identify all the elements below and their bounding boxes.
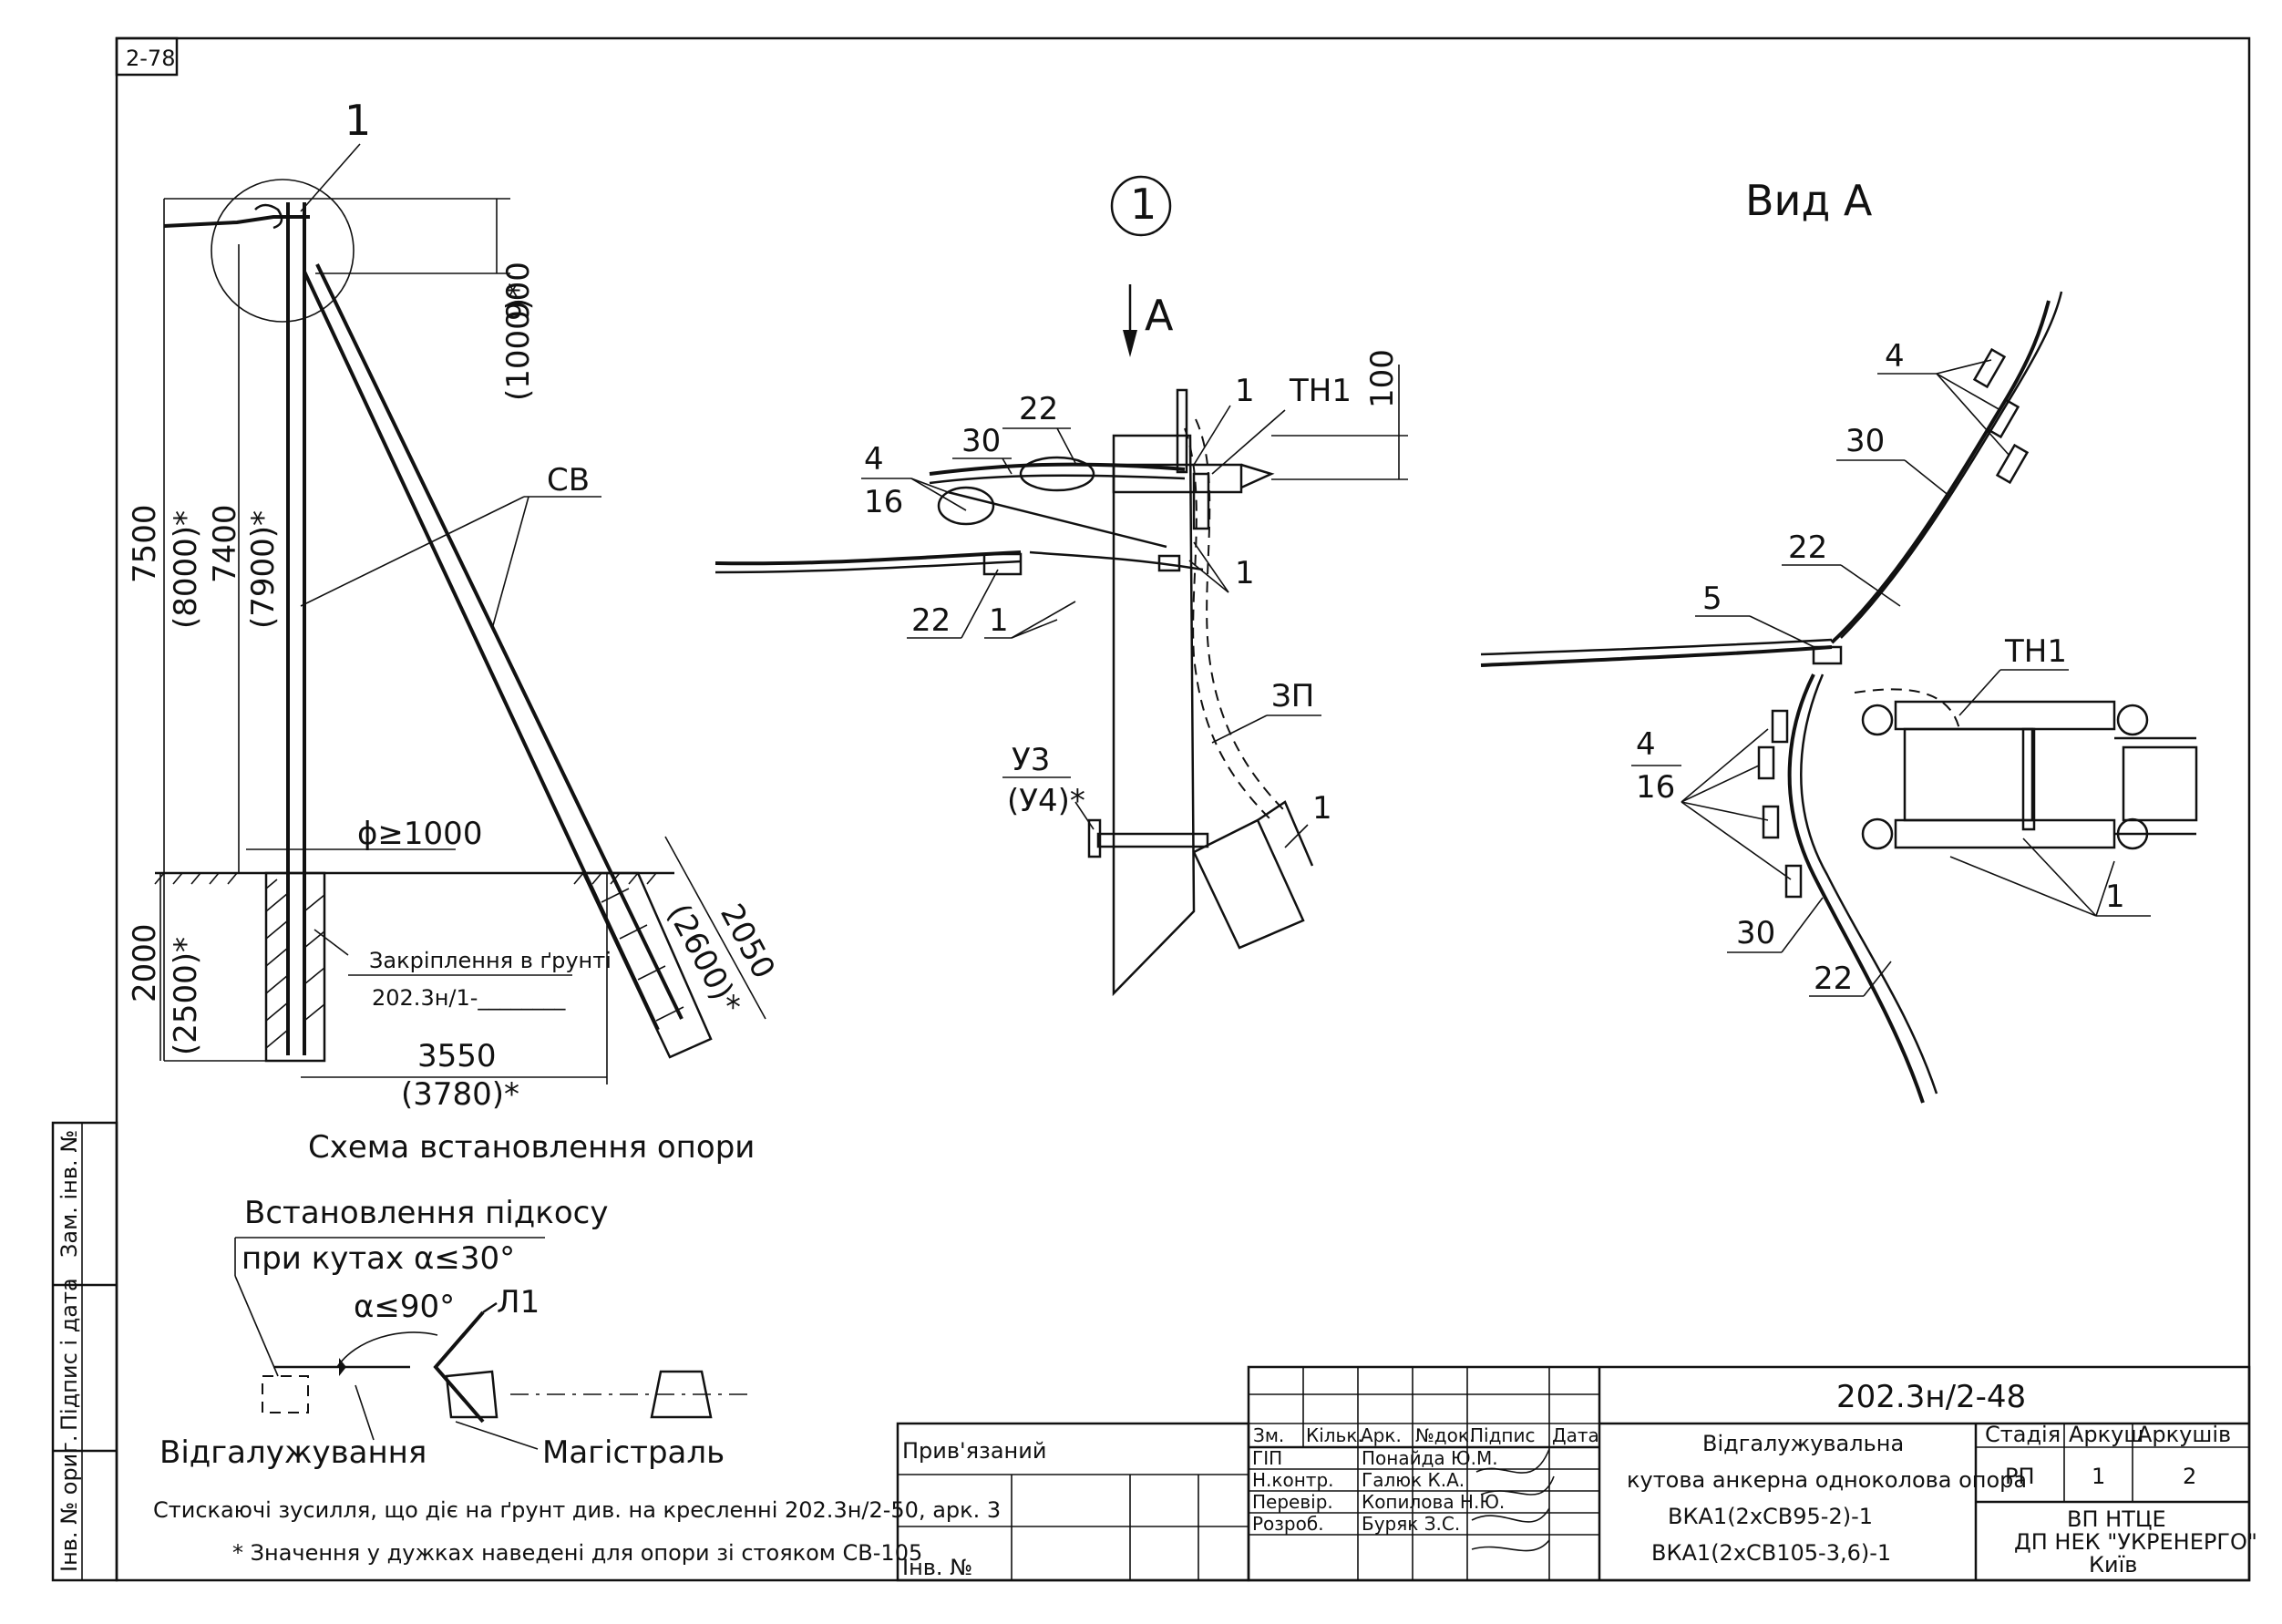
detail-1-drawing: 1 А 1 ТН1 <box>714 175 1408 997</box>
brace-subtitle: при кутах α≤30° <box>242 1240 515 1277</box>
sheet-frame <box>115 36 2251 1582</box>
branch-label: Відгалужування <box>159 1434 427 1471</box>
doc-code: 202.3н/2-48 <box>1836 1379 2026 1415</box>
angle-label: α≤90° <box>354 1289 455 1325</box>
pole-detail <box>1112 434 1196 997</box>
side-stamp: Зам. інв. № Підпис і дата Інв. № ориг. <box>51 1121 118 1582</box>
strut-sv <box>303 271 660 1031</box>
sheet-value: 1 <box>2092 1464 2105 1489</box>
label-16: 16 <box>864 484 903 520</box>
signatures <box>1471 1448 1555 1552</box>
stage-label: Стадія <box>1985 1422 2061 1447</box>
dim-7500: 7500 <box>127 504 163 583</box>
dim-1000: (1000)* <box>500 283 537 401</box>
title-line-4: ВКА1(2хСВ105-3,6)-1 <box>1651 1540 1891 1566</box>
view-label-4-bottom: 4 <box>1636 726 1656 763</box>
view-label-5: 5 <box>1702 581 1722 617</box>
label-u3: У3 <box>1012 742 1050 778</box>
dim-diameter: ϕ≥1000 <box>357 816 482 852</box>
org-2: ДП НЕК "УКРЕНЕРГО" <box>2014 1529 2257 1555</box>
view-label-30-top: 30 <box>1845 423 1885 459</box>
view-label-22-top: 22 <box>1788 529 1827 566</box>
dim-7400: 7400 <box>207 504 243 583</box>
stage-value: РП <box>2005 1464 2035 1489</box>
tb-header: Підпис <box>1470 1424 1536 1446</box>
brace-installation: Встановлення підкосу при кутах α≤30° α≤9… <box>153 1195 1001 1566</box>
label-1-bottom: 1 <box>1312 790 1332 827</box>
label-100: 100 <box>1364 349 1401 408</box>
line-label-l1: Л1 <box>497 1284 540 1321</box>
stamp-cell-3: Інв. № ориг. <box>57 1434 82 1572</box>
ground-note-1: Закріплення в ґрунті <box>369 948 612 973</box>
scheme-caption: Схема встановлення опори <box>308 1129 755 1166</box>
linked-label: Прив'язаний <box>902 1438 1046 1464</box>
tb-header: Дата <box>1552 1424 1599 1446</box>
tb-row-role: Перевір. <box>1252 1491 1333 1513</box>
pole-installation-scheme: 1 <box>127 96 782 1166</box>
title-line-2: кутова анкерна одноколова опора <box>1627 1467 2027 1493</box>
label-4: 4 <box>864 441 884 478</box>
dim-2000: 2000 <box>127 923 163 1002</box>
org-1: ВП НТЦЕ <box>2067 1506 2166 1532</box>
tb-row-role: Розроб. <box>1252 1513 1324 1535</box>
detail-marker <box>1110 175 1172 237</box>
dim-3550: 3550 <box>417 1038 497 1074</box>
page-code: 2-78 <box>126 46 175 71</box>
view-label-22-bottom: 22 <box>1814 961 1853 997</box>
callout-1: 1 <box>344 96 371 145</box>
title-line-3: ВКА1(2хСВ95-2)-1 <box>1668 1504 1873 1529</box>
view-label-4-top: 4 <box>1885 338 1905 375</box>
label-u4: (У4)* <box>1007 783 1085 819</box>
view-label-th1: ТН1 <box>2004 633 2067 670</box>
label-zp: ЗП <box>1271 678 1314 714</box>
title-line-1: Відгалужувальна <box>1702 1431 1904 1456</box>
tb-header: Арк. <box>1361 1424 1402 1446</box>
note-1: Стискаючі зусилля, що діє на ґрунт див. … <box>153 1497 1001 1523</box>
dim-900: 900 <box>500 262 537 321</box>
detail-marker-label: 1 <box>1130 180 1156 229</box>
page-code-box <box>115 36 179 77</box>
label-th1: ТН1 <box>1289 373 1352 409</box>
callout-sv: СВ <box>547 462 590 499</box>
label-1-right: 1 <box>1235 555 1255 591</box>
stamp-cell-1: Зам. інв. № <box>57 1130 82 1258</box>
label-22-bottom: 22 <box>911 602 951 639</box>
dim-7900: (7900)* <box>245 510 282 629</box>
tb-header: №док. <box>1415 1424 1475 1446</box>
view-label-1: 1 <box>2105 879 2125 915</box>
label-22-top: 22 <box>1019 391 1058 427</box>
sheets-value: 2 <box>2183 1464 2196 1489</box>
label-1-top: 1 <box>1235 373 1255 409</box>
sheets-label: Аркушів <box>2137 1422 2231 1447</box>
note-2: * Значення у дужках наведені для опори з… <box>232 1540 922 1566</box>
title-block: Прив'язаний Інв. № Зм. Кільк.Арк. №док.Під… <box>896 1365 2257 1582</box>
tb-row-name: Галюк К.А. <box>1362 1469 1465 1491</box>
tb-row-name: Буряк З.С. <box>1362 1513 1460 1535</box>
tb-row-name: Понайда Ю.М. <box>1362 1447 1498 1469</box>
dim-2500: (2500)* <box>168 937 204 1055</box>
sheet-label: Аркуш <box>2069 1422 2143 1447</box>
org-3: Київ <box>2089 1552 2137 1578</box>
brace-title: Встановлення підкосу <box>244 1195 608 1231</box>
label-1-left: 1 <box>989 602 1009 639</box>
view-label-16: 16 <box>1636 769 1675 806</box>
dim-3780: (3780)* <box>401 1076 519 1113</box>
view-title: Вид А <box>1745 176 1873 225</box>
label-30: 30 <box>961 423 1001 459</box>
view-a-drawing: Вид А 4 <box>1480 176 2198 1104</box>
stamp-cell-2: Підпис і дата <box>57 1278 82 1431</box>
tb-header: Зм. <box>1253 1424 1284 1446</box>
view-arrow-label: А <box>1145 291 1174 340</box>
view-label-30-bottom: 30 <box>1736 915 1775 951</box>
main-label: Магістраль <box>542 1434 725 1471</box>
inv-label: Інв. № <box>902 1555 972 1580</box>
ground-note-2: 202.3н/1-________ <box>372 985 566 1011</box>
tb-row-role: ГІП <box>1252 1447 1282 1469</box>
tb-row-role: Н.контр. <box>1252 1469 1334 1491</box>
detail-circle <box>211 179 355 323</box>
dim-8000: (8000)* <box>168 510 204 629</box>
tb-header: Кільк. <box>1306 1424 1363 1446</box>
